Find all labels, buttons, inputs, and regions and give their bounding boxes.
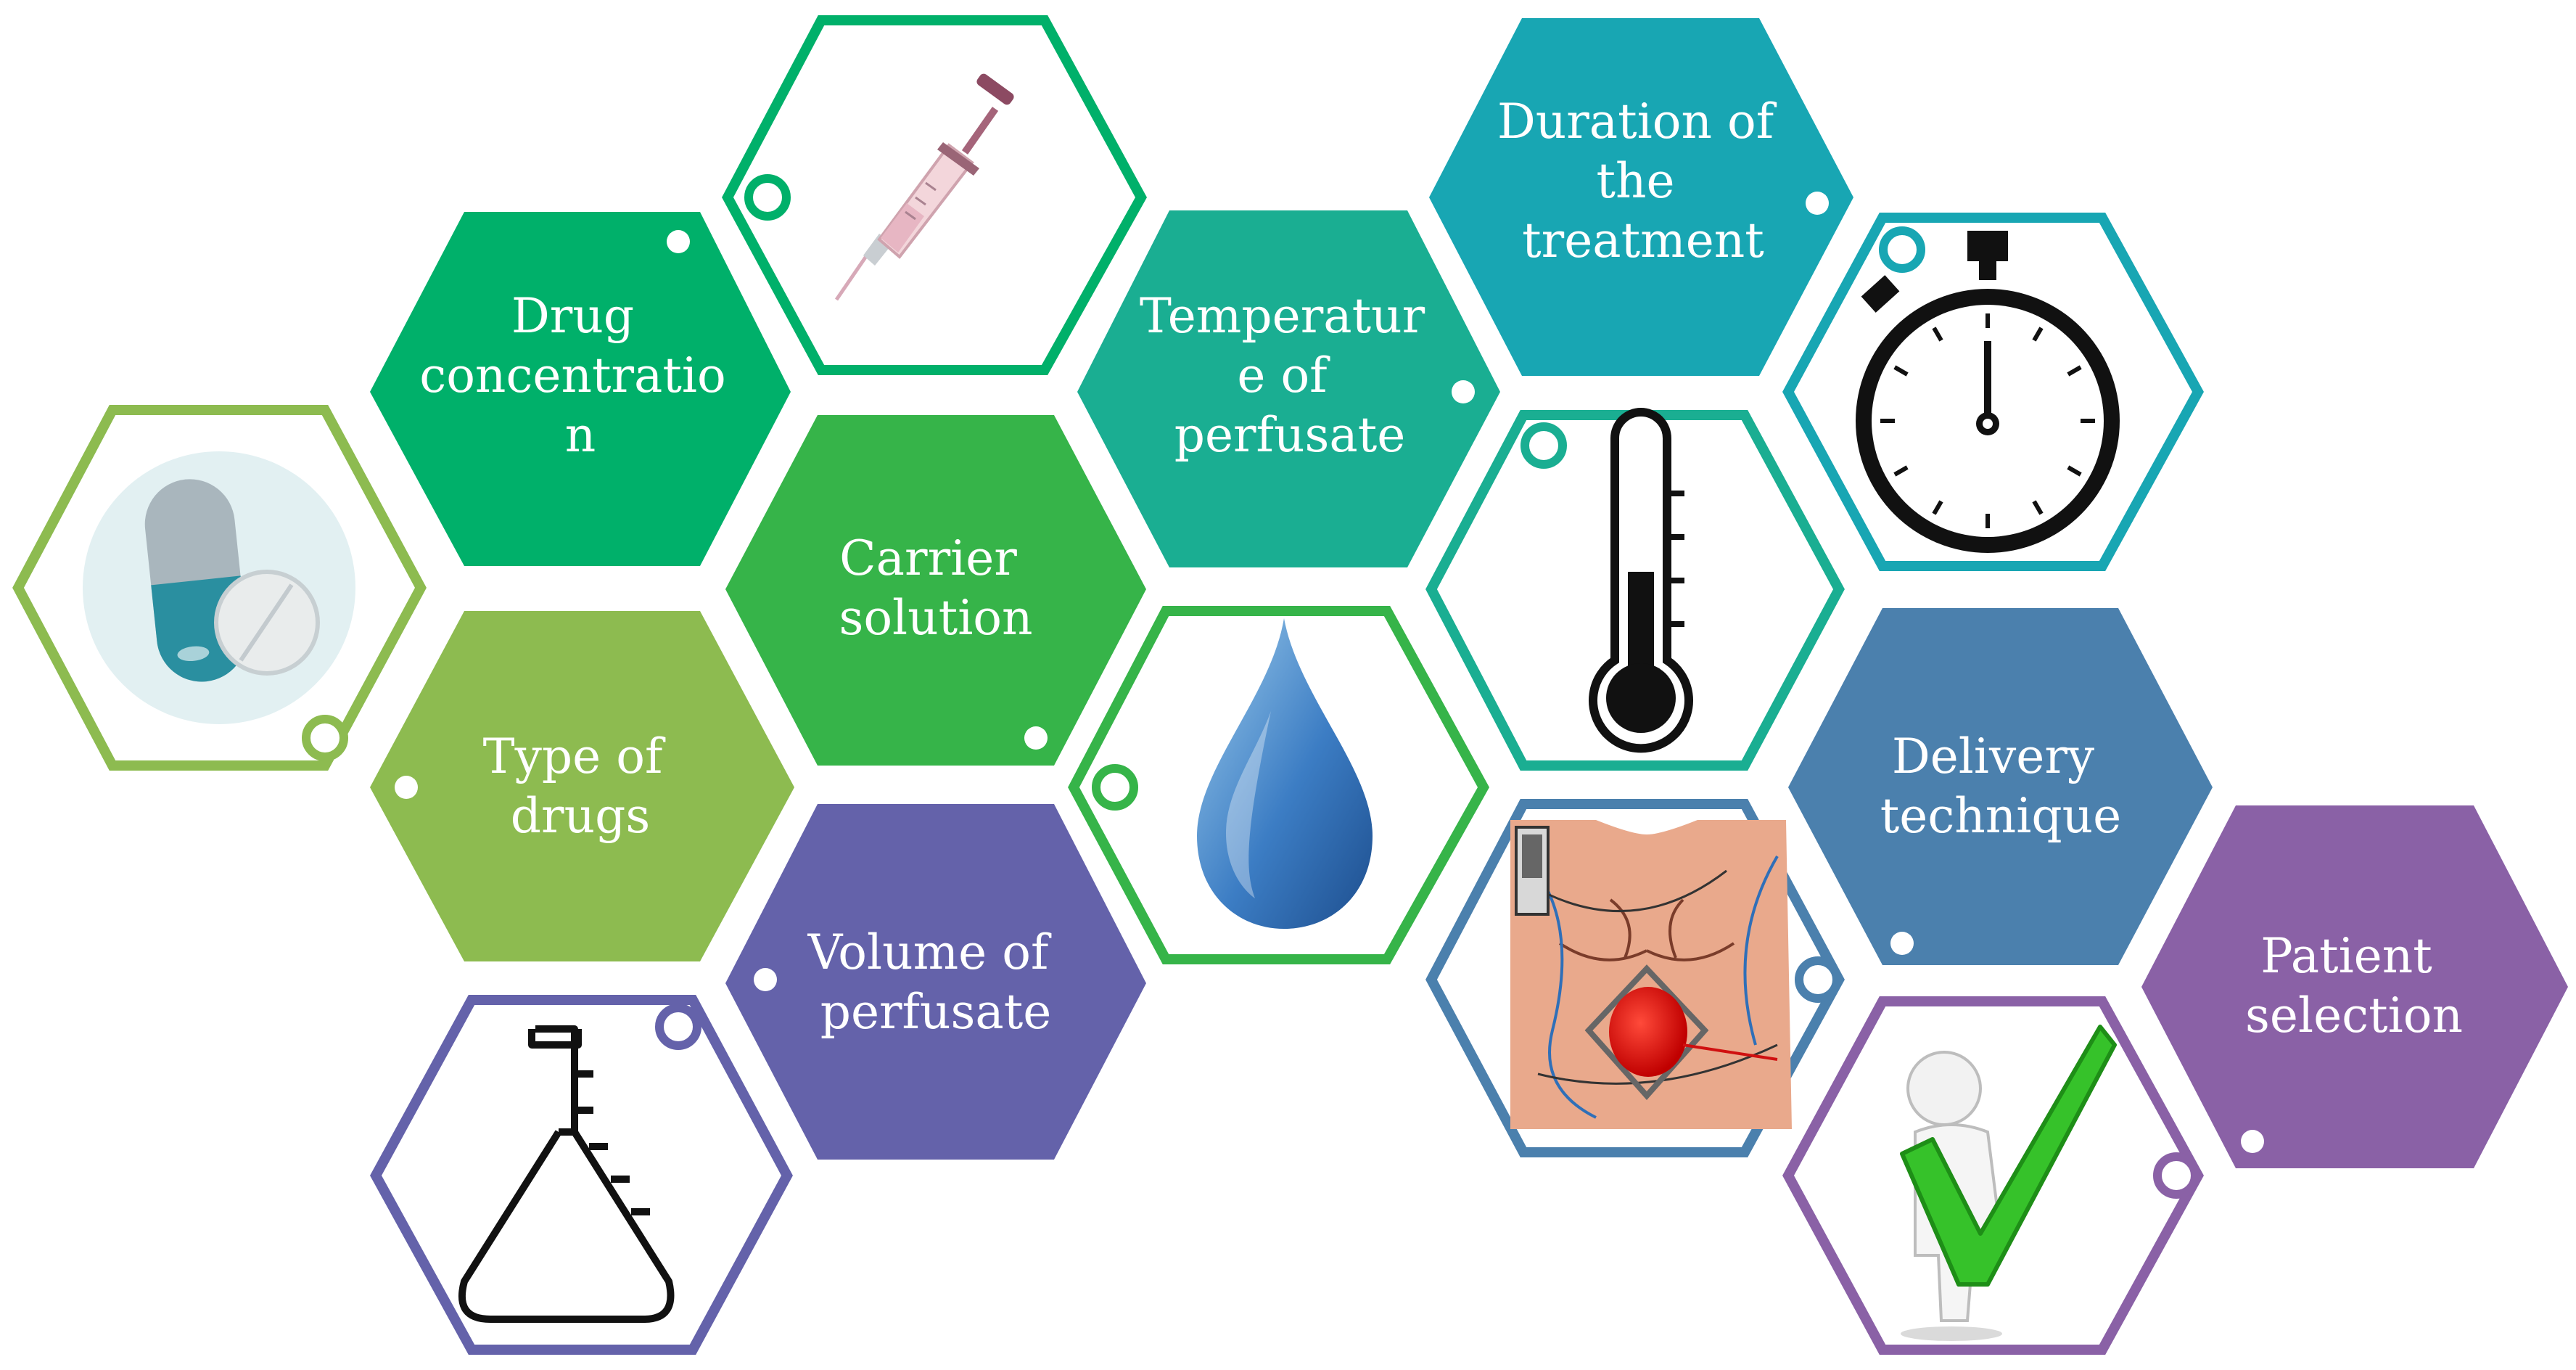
factor-label: perfusate — [1174, 407, 1406, 463]
hex-connector — [2153, 1152, 2200, 1199]
hex-connector — [2241, 1130, 2264, 1153]
hex-thermometer — [1425, 408, 1845, 771]
hex-carrier-solution: Carrier solution — [725, 415, 1146, 766]
stopwatch-tick — [1893, 365, 1909, 377]
factor-label: e of — [1237, 348, 1330, 403]
stopwatch-tick — [2067, 365, 2082, 377]
factor-label: Carrier — [839, 530, 1017, 586]
stopwatch-tick — [1893, 465, 1909, 477]
hex-connector — [1024, 726, 1048, 750]
syringe-icon — [834, 73, 1014, 301]
hex-connector — [395, 776, 418, 799]
hex-torso — [1425, 799, 1845, 1157]
svg-text:Type of drugs: Type of drugs — [483, 729, 678, 844]
hex-connector — [744, 174, 791, 221]
hex-fill — [1077, 210, 1500, 567]
hex-checkmark — [1782, 996, 2204, 1355]
pills-icon — [83, 451, 355, 724]
hex-volume-of-perfusate: Volume of perfusate — [725, 804, 1146, 1160]
svg-text:Carrier solution: Carrier solution — [839, 530, 1032, 646]
svg-text:Drug concentratio: Drug concentratio n — [419, 288, 741, 463]
hex-connector — [667, 230, 690, 253]
thermometer-icon — [1589, 408, 1693, 753]
hex-outline — [1782, 996, 2204, 1355]
hex-connector — [655, 1004, 701, 1050]
flask-icon — [458, 1025, 675, 1323]
torso-electrodes-icon — [1510, 820, 1792, 1129]
hex-stopwatch — [1782, 213, 2204, 571]
factor-label: Temperatur — [1140, 288, 1425, 344]
factor-label: Patient — [2260, 928, 2432, 984]
factor-label: Drug — [511, 288, 634, 344]
hex-delivery-technique: Delivery technique — [1788, 608, 2213, 965]
factor-label: perfusate — [820, 984, 1052, 1040]
hex-fill — [370, 212, 791, 566]
stopwatch-tick — [2067, 465, 2082, 477]
hex-fill — [1788, 608, 2213, 965]
svg-text:Delivery technique: Delivery technique — [1880, 729, 2121, 844]
hex-connector — [1879, 226, 1925, 273]
svg-text:Volume of perfusate: Volume of perfusate — [807, 924, 1064, 1040]
factor-label: selection — [2245, 988, 2463, 1043]
hex-patient-selection: Patient selection — [2141, 805, 2568, 1168]
hex-connector — [1795, 956, 1841, 1003]
stopwatch-icon — [1856, 231, 2120, 553]
water-drop-icon — [1197, 618, 1373, 929]
factor-label: Type of — [483, 729, 666, 784]
hex-connector — [1890, 932, 1914, 955]
person-checkmark-icon — [1900, 1025, 2117, 1341]
factor-label: Delivery — [1892, 729, 2095, 784]
hex-outline — [722, 15, 1147, 375]
hex-outline — [12, 405, 427, 771]
factor-label: solution — [839, 590, 1032, 646]
hex-outline — [1425, 410, 1845, 771]
svg-text:Duration of the tr: Duration of the treatment — [1497, 94, 1789, 268]
hex-pills — [12, 405, 427, 771]
svg-text:Temperatur e of pe: Temperatur e of perfusate — [1140, 288, 1440, 463]
hex-syringe — [722, 15, 1147, 375]
hex-connector — [1092, 764, 1138, 811]
hex-fill — [725, 804, 1146, 1160]
hex-drop — [1068, 606, 1490, 964]
hex-outline — [1068, 606, 1490, 964]
hex-connector — [1521, 422, 1567, 469]
hex-connector — [1806, 192, 1829, 215]
factor-label: Volume of — [807, 924, 1052, 980]
factor-label: n — [565, 407, 596, 463]
hex-connector — [754, 968, 777, 991]
hex-fill — [2141, 805, 2568, 1168]
hex-flask — [370, 995, 793, 1355]
hex-temperature-of-perfusate: Temperatur e of perfusate — [1077, 210, 1500, 567]
hex-outline — [370, 995, 793, 1355]
stopwatch-tick — [1932, 500, 1943, 515]
hex-fill — [370, 611, 794, 961]
hex-outline — [1425, 799, 1845, 1157]
factor-label: the — [1596, 153, 1674, 209]
svg-text:Patient selection: Patient selection — [2245, 928, 2463, 1043]
hex-type-of-drugs: Type of drugs — [370, 611, 794, 961]
hex-connector — [1452, 380, 1475, 403]
stopwatch-tick — [1932, 327, 1943, 342]
hex-fill — [1429, 18, 1853, 376]
hex-connector — [302, 715, 348, 761]
stopwatch-tick — [2032, 500, 2044, 515]
factor-label: drugs — [511, 788, 650, 844]
hex-outline — [1782, 213, 2204, 571]
factor-label: treatment — [1522, 213, 1764, 268]
hex-fill — [725, 415, 1146, 766]
hex-duration-of-treatment: Duration of the treatment — [1429, 18, 1853, 376]
stopwatch-tick — [2032, 327, 2044, 342]
hex-drug-concentration: Drug concentratio n — [370, 212, 791, 566]
factor-label: Duration of — [1497, 94, 1777, 149]
factor-label: technique — [1880, 788, 2121, 844]
factor-label: concentratio — [419, 348, 726, 403]
